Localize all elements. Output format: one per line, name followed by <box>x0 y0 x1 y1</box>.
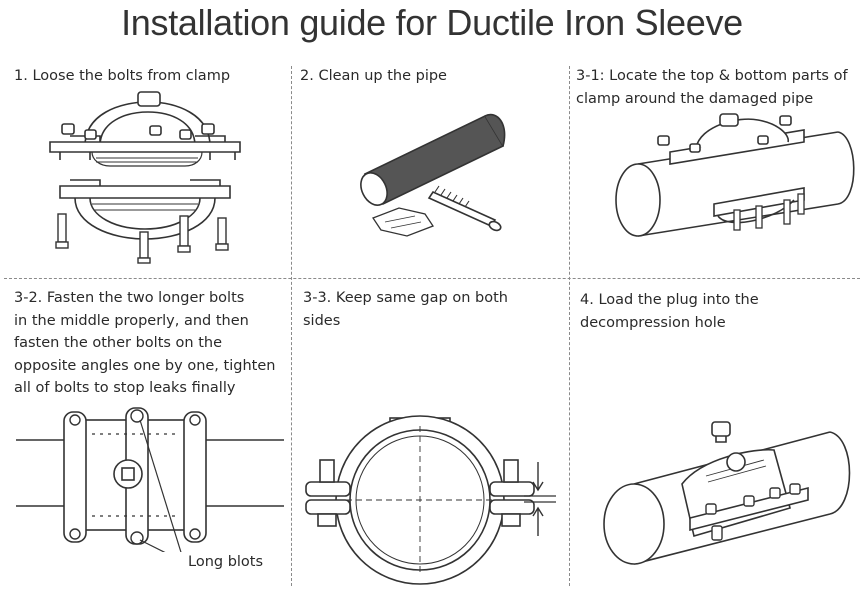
clean-pipe-illustration <box>355 108 515 240</box>
long-bolts-callout: Long blots <box>188 554 264 570</box>
step-4-text: 4. Load the plug into the decompression … <box>580 292 759 331</box>
loose-clamp-illustration <box>30 84 260 264</box>
step-1-text: 1. Loose the bolts from clamp <box>14 68 231 84</box>
locate-clamp-illustration <box>608 108 862 248</box>
step-2-text: 2. Clean up the pipe <box>300 68 447 84</box>
step-3-1-text: 3-1: Locate the top & bottom parts of cl… <box>576 68 848 107</box>
column-divider <box>569 66 570 586</box>
row-divider <box>4 278 860 279</box>
equal-gap-illustration <box>298 412 560 588</box>
column-divider <box>291 66 292 586</box>
tighten-bolts-illustration <box>16 404 284 552</box>
step-3-3-text: 3-3. Keep same gap on both sides <box>303 290 508 329</box>
load-plug-illustration <box>594 418 858 588</box>
page-title: Installation guide for Ductile Iron Slee… <box>121 2 743 43</box>
step-3-2-text: 3-2. Fasten the two longer bolts in the … <box>14 290 276 396</box>
